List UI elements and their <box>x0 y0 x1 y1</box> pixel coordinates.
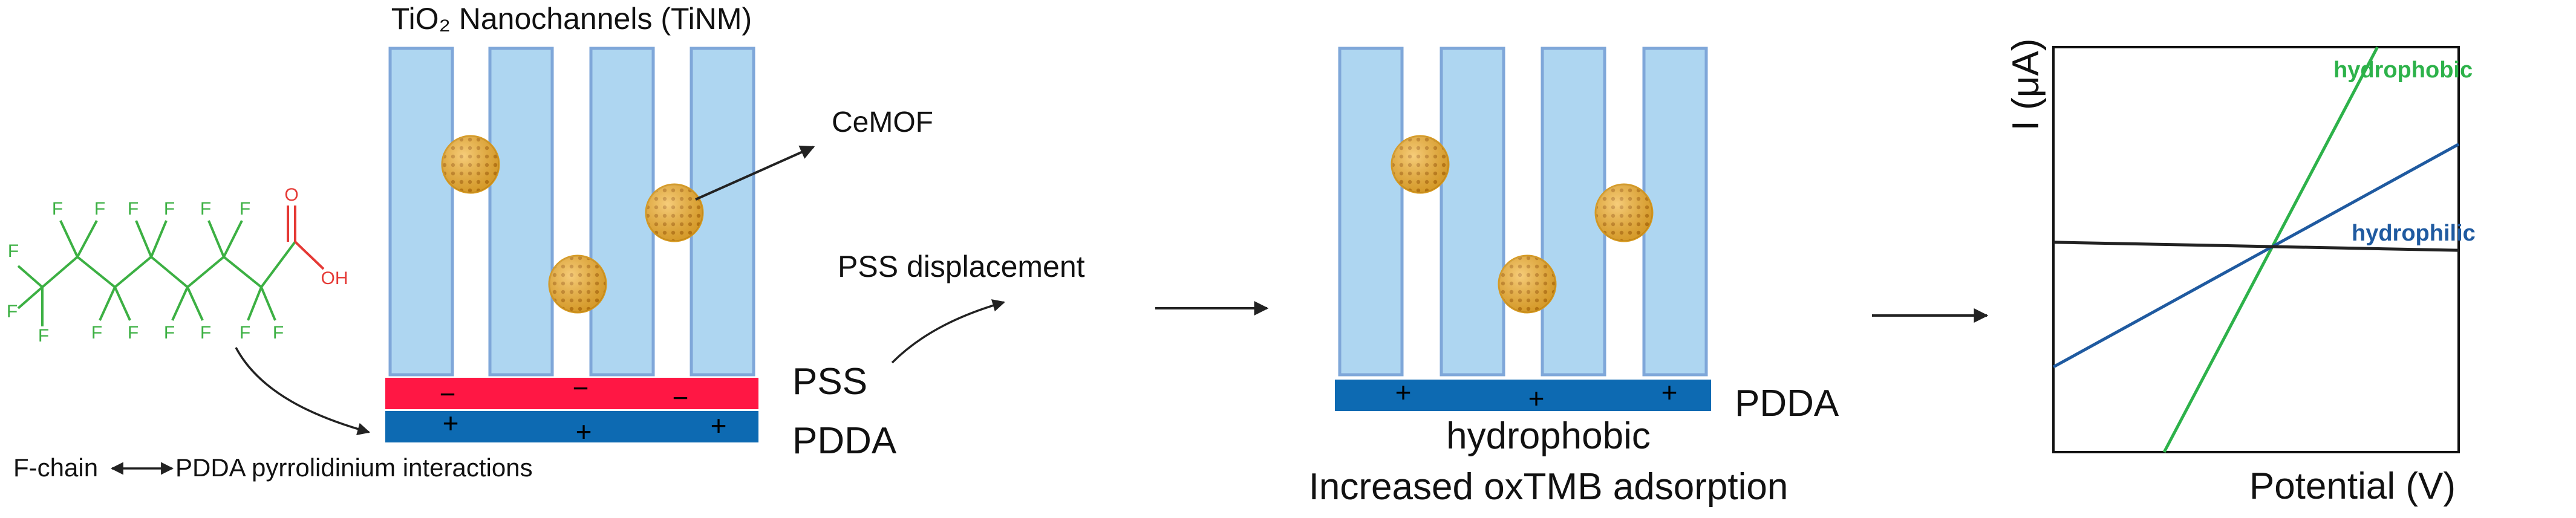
cemof-label: CeMOF <box>832 106 933 138</box>
nanochannel <box>1642 47 1708 377</box>
fluorine-atom: F <box>94 199 105 219</box>
interaction-arrow <box>235 347 371 436</box>
series-line-hydrophobic <box>2162 46 2379 453</box>
cemof-particles <box>441 135 704 314</box>
pss-displacement-label: PSS displacement <box>838 250 1085 283</box>
cemof-particle <box>548 254 607 314</box>
nanochannel <box>1440 47 1505 377</box>
y-axis-label: I (μA) <box>2005 39 2047 131</box>
negative-charge: − <box>573 372 589 404</box>
fluorine-atom: F <box>200 199 211 219</box>
pdda-layer <box>385 411 758 442</box>
fluorine-atom: F <box>91 323 102 343</box>
cemof-particles <box>1391 135 1654 314</box>
series-line-hydrophilic <box>2052 143 2460 369</box>
fluorine-atoms: F F F F F F F F F F F F F F F <box>7 199 284 346</box>
fluorine-atom: F <box>240 323 250 343</box>
pdda-layer <box>1335 380 1711 411</box>
cemof-particle <box>441 135 500 194</box>
nanochannel <box>589 47 655 377</box>
series-label-hydrophilic: hydrophilic <box>2352 221 2476 246</box>
pdda-label: PDDA <box>792 420 897 462</box>
positive-charge: + <box>1395 377 1412 408</box>
positive-charge: + <box>711 410 727 441</box>
positive-charge: + <box>576 416 592 447</box>
oxygen-atom: O <box>284 185 298 205</box>
hydrophobic-caption: hydrophobic <box>1446 415 1651 457</box>
hydroxyl-group: OH <box>321 268 348 288</box>
negative-charge: − <box>673 382 689 413</box>
fluorine-atom: F <box>7 302 18 322</box>
x-axis-label: Potential (V) <box>2249 465 2456 507</box>
cemof-particle <box>1498 254 1557 314</box>
positive-charge: + <box>1661 377 1678 408</box>
fluorine-atom: F <box>240 199 250 219</box>
fluorine-atom: F <box>200 323 211 343</box>
fluorinated-acid-molecule <box>17 220 296 326</box>
adsorption-caption: Increased oxTMB adsorption <box>1309 466 1789 508</box>
positive-charge: + <box>443 407 459 439</box>
series-label-hydrophobic: hydrophobic <box>2333 57 2473 83</box>
fluorine-atom: F <box>38 326 49 346</box>
pss-label: PSS <box>792 361 867 403</box>
fluorine-atom: F <box>164 199 175 219</box>
fluorine-atom: F <box>273 323 284 343</box>
pss-layer <box>385 378 758 409</box>
pdda-label: PDDA <box>1735 383 1839 424</box>
nanochannel-title: TiO₂ Nanochannels (TiNM) <box>391 2 752 36</box>
f-chain-label: F-chain <box>13 453 98 482</box>
cemof-particle <box>1594 183 1654 242</box>
series-layer <box>2052 46 2460 453</box>
tio2-nanochannels <box>1338 47 1708 377</box>
fluorine-atom: F <box>52 199 63 219</box>
nanochannel <box>1338 47 1404 377</box>
carbon-backbone <box>41 241 296 289</box>
carboxyl-group <box>287 206 325 270</box>
fluorine-atom: F <box>164 323 175 343</box>
negative-charge: − <box>440 378 456 410</box>
fluorine-atom: F <box>8 241 19 261</box>
iv-chart: hydrophobic hydrophilic Potential (V) I … <box>2005 39 2476 507</box>
cemof-particle <box>645 183 704 242</box>
series-line-baseline <box>2053 241 2459 252</box>
pdda-interaction-label: PDDA pyrrolidinium interactions <box>175 453 533 482</box>
cemof-pointer-arrow <box>695 145 815 201</box>
nanochannel <box>488 47 554 377</box>
panel-initial-membrane: TiO₂ Nanochannels (TiNM) − − − + + + PSS… <box>7 2 933 482</box>
positive-charge: + <box>1528 383 1545 414</box>
fluorine-atom: F <box>128 323 139 343</box>
nanochannel <box>388 47 454 377</box>
panel-pdda-membrane: + + + PDDA hydrophobic Increased oxTMB a… <box>1309 47 1839 508</box>
displacement-curved-arrow <box>891 299 1006 364</box>
fluorine-atom: F <box>128 199 139 219</box>
cemof-particle <box>1391 135 1450 194</box>
